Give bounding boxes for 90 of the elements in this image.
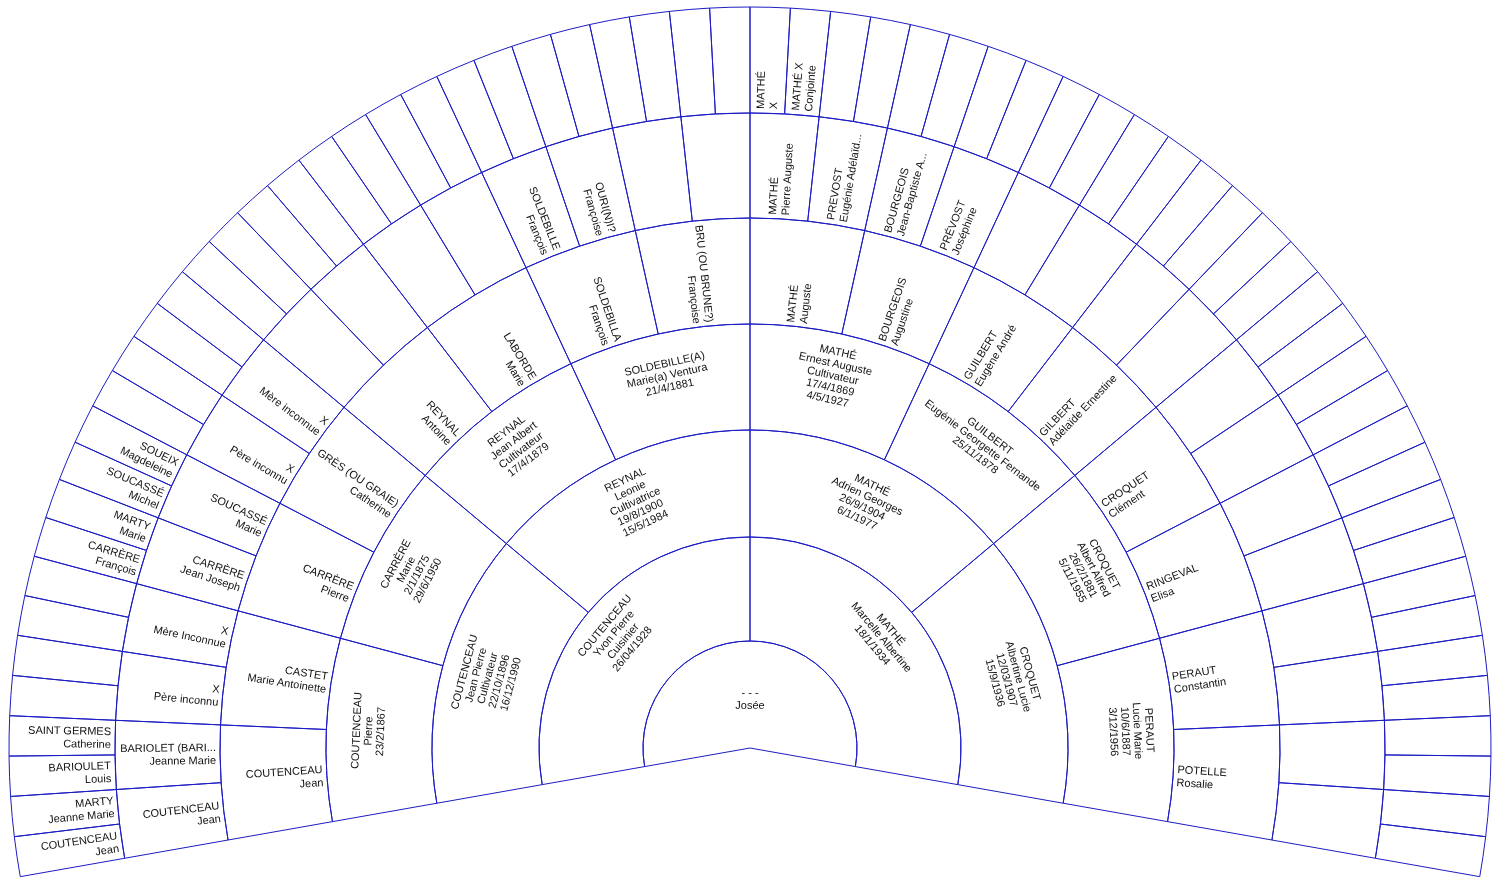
fan-cell	[549, 23, 614, 138]
fan-cell	[1270, 781, 1385, 860]
fan-cell	[749, 6, 792, 115]
fan-cell	[1376, 634, 1489, 687]
fan-cell	[1327, 441, 1442, 519]
fan-cell	[1017, 75, 1101, 189]
fan-cell	[13, 823, 126, 878]
surname-text: X	[284, 461, 298, 476]
fan-cell	[1276, 335, 1389, 426]
fan-cell	[114, 719, 223, 791]
given-name-text: Pierre Auguste	[779, 142, 796, 216]
surname-text: MATHÉ	[754, 71, 769, 110]
fan-cell	[111, 335, 224, 426]
fan-cell	[364, 93, 452, 207]
given-name-text: Jeanne Marie	[47, 807, 115, 827]
fan-cell	[1379, 788, 1491, 838]
fan-cell	[1235, 270, 1344, 368]
given-name-text: Pierre	[361, 716, 375, 747]
surname-text: BARIOLET (BARI...	[120, 740, 217, 755]
given-name-text: Jean	[196, 811, 222, 828]
fan-cell	[920, 33, 990, 148]
fan-cell	[953, 45, 1028, 160]
fan-cell	[1158, 609, 1281, 731]
fan-cell	[1352, 516, 1467, 585]
fan-cell	[1374, 823, 1487, 878]
fan-cell	[783, 7, 832, 118]
fan-cell	[1188, 211, 1292, 315]
fan-cell	[132, 302, 244, 397]
surname-text: SAINT GERMES	[28, 723, 112, 738]
fan-cell	[1312, 404, 1426, 487]
given-name-text: Conjointe	[802, 64, 819, 113]
surname-text: MARTY	[74, 794, 114, 810]
fan-cell	[297, 135, 393, 246]
surname-text: - - -	[741, 686, 759, 699]
surname-text: X	[317, 412, 331, 427]
fan-cell	[1380, 674, 1492, 722]
fan-cell	[1078, 113, 1170, 225]
fan-cell	[818, 10, 872, 123]
fan-cell	[1362, 555, 1477, 619]
fan-cell	[8, 753, 118, 798]
fan-cell	[8, 674, 120, 722]
fan-cell	[330, 113, 422, 225]
surname-text: MATHÉ	[783, 283, 800, 323]
fan-cell	[208, 211, 312, 315]
fan-cell	[1212, 240, 1319, 341]
detail-text: 3/12/1956	[1106, 707, 1121, 757]
surname-text: BARIOULET	[48, 759, 112, 774]
fan-cell	[1370, 594, 1484, 653]
given-name-text: Jeanne Marie	[149, 753, 217, 768]
surname-text: X	[211, 682, 220, 695]
fan-cell	[181, 240, 288, 341]
fan-cell	[399, 75, 483, 189]
surname-text: PERAUT	[1142, 708, 1157, 754]
fan-cell	[1166, 723, 1281, 842]
fan-cell	[668, 7, 717, 118]
fan-cell	[1383, 714, 1492, 758]
fan-cell	[985, 59, 1065, 174]
given-name-text: Rosalie	[1176, 776, 1214, 792]
given-name-text: Josée	[735, 699, 765, 712]
detail-text: 23/2/1867	[373, 707, 388, 757]
fan-cell	[886, 23, 951, 138]
given-name-text: X	[767, 101, 781, 110]
detail-text: 10/6/1887	[1118, 706, 1133, 757]
fan-cell	[1256, 302, 1368, 397]
fan-cell	[266, 159, 365, 268]
fan-cell	[708, 6, 751, 115]
fan-cell	[1162, 184, 1264, 291]
given-name-text: Lucie Marie	[1130, 702, 1145, 760]
fan-cell	[852, 15, 912, 130]
fan-cell	[11, 634, 124, 687]
given-name-text: Louis	[85, 772, 112, 787]
fan-cell	[628, 10, 682, 123]
fan-cell	[156, 270, 265, 368]
fan-cell	[588, 15, 648, 130]
fan-cell	[1382, 753, 1492, 798]
fan-cell	[1107, 135, 1203, 246]
fan-cell	[1135, 159, 1234, 268]
surname-text: MATHÉ	[766, 176, 781, 215]
surname-text: CASTET	[284, 663, 329, 682]
fan-cell	[472, 45, 547, 160]
surname-text: POTELLE	[1177, 763, 1228, 779]
fan-cell	[236, 184, 338, 291]
fan-cell	[1340, 478, 1456, 552]
given-name-text: Catherine	[63, 736, 112, 751]
fan-cell	[1048, 93, 1136, 207]
fan-cell	[16, 594, 130, 653]
fan-cell	[435, 59, 515, 174]
fan-cell	[1295, 369, 1409, 456]
fan-cell	[8, 714, 117, 758]
fan-cell	[510, 33, 580, 148]
